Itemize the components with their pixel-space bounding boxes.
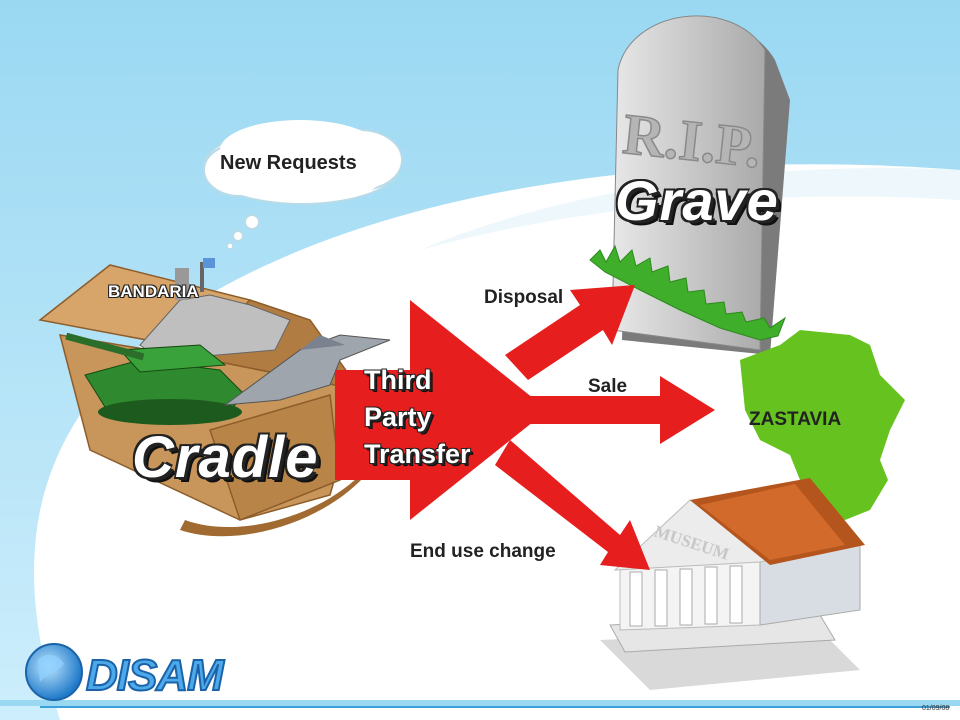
transfer-line-party: Party <box>364 402 432 432</box>
disam-logo-text: DISAM <box>86 651 225 700</box>
third-party-transfer-arrow <box>335 300 548 520</box>
white-hill-shade <box>420 168 960 250</box>
disam-logo: DISAM <box>25 643 227 701</box>
transfer-line-transfer: Transfer <box>364 439 471 469</box>
zastavia-label: ZASTAVIA <box>749 409 842 430</box>
transfer-line-third: Third <box>364 365 432 395</box>
cradle-label: Cradle <box>132 425 319 490</box>
slide-date: 01/09/08 <box>922 705 950 712</box>
museum-graphic: MUSEUM <box>600 478 865 690</box>
footer-stripe <box>0 700 960 706</box>
cradle-graphic <box>38 258 391 537</box>
transfer-arrows <box>335 285 715 570</box>
grave-label: Grave <box>615 169 779 232</box>
disposal-arrow <box>505 285 635 380</box>
footer-line <box>40 706 950 708</box>
disposal-label: Disposal <box>484 287 564 308</box>
end-use-change-label: End use change <box>410 541 556 562</box>
zastavia-country-shape <box>740 330 905 520</box>
third-party-transfer-label: Third Party Transfer <box>364 362 471 473</box>
tombstone-rip-text: R.I.P. <box>620 101 764 180</box>
globe-icon <box>25 643 83 701</box>
end-use-change-arrow <box>495 440 650 570</box>
thought-bubble <box>203 120 403 250</box>
thought-bubble-text: New Requests <box>220 152 357 174</box>
tombstone-graphic: R.I.P. <box>589 15 790 355</box>
sale-arrow <box>520 376 715 444</box>
bandaria-label: BANDARIA <box>108 282 199 301</box>
sale-label: Sale <box>588 376 628 397</box>
